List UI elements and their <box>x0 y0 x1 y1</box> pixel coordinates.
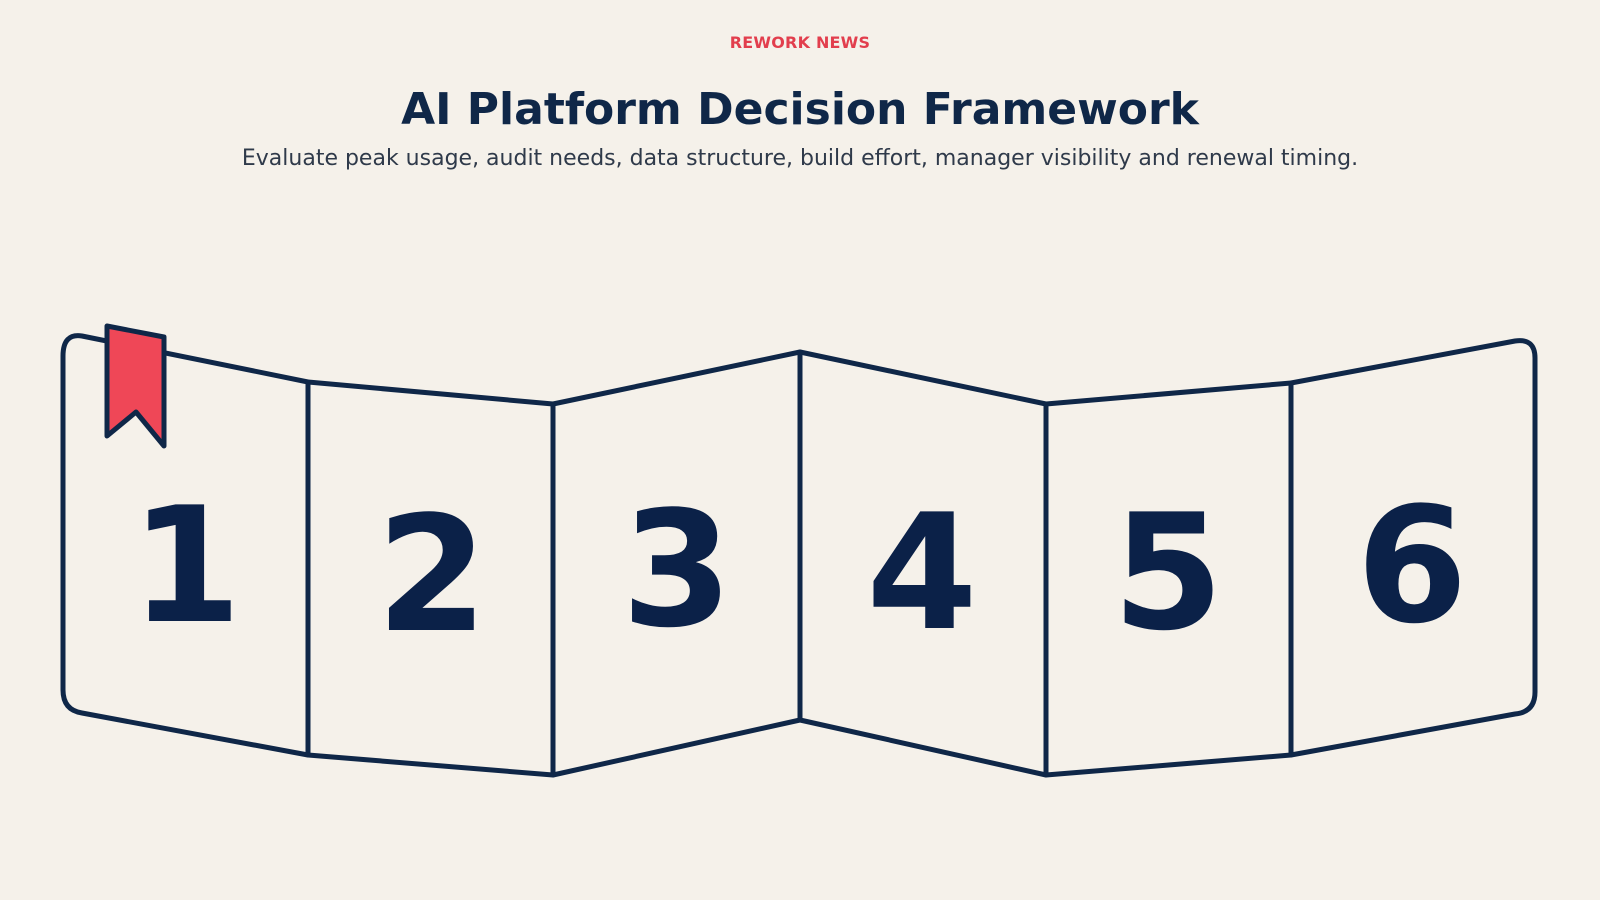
panel-number-6: 6 <box>1356 472 1467 659</box>
bookmark-icon <box>104 323 167 449</box>
panel-number-1: 1 <box>130 472 241 659</box>
page-title: AI Platform Decision Framework <box>401 84 1199 135</box>
panel-number-4: 4 <box>866 479 977 666</box>
brochure-outline <box>60 333 1538 778</box>
brand-kicker: REWORK NEWS <box>729 33 871 52</box>
page-subtitle: Evaluate peak usage, audit needs, data s… <box>241 146 1359 171</box>
panel-number-5: 5 <box>1112 479 1223 666</box>
panel-number-3: 3 <box>621 476 732 663</box>
panel-number-2: 2 <box>376 481 487 668</box>
